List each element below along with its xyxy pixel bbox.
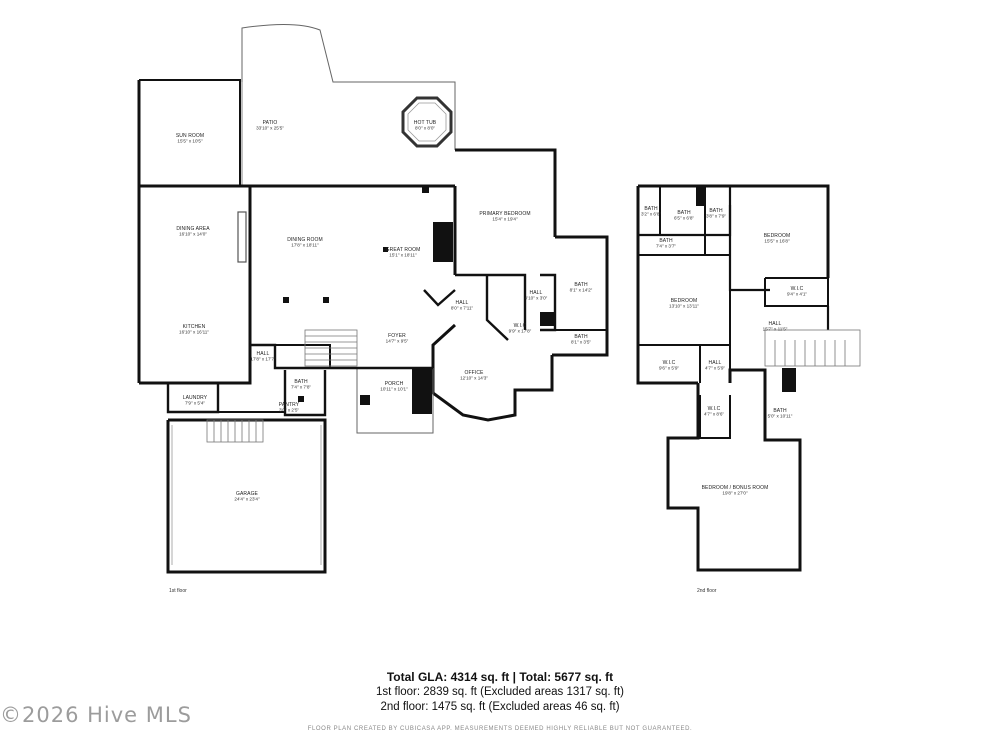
room-dim-hall-5: 4'7" x 5'9" [705,366,725,371]
room-dim-dining-room: 17'8" x 18'11" [291,243,319,248]
room-dim-wic-3: 9'6" x 5'9" [659,366,679,371]
room-dim-hall-3: 17'8" x 17'7" [250,357,276,362]
room-dim-wic-2: 9'4" x 4'1" [787,292,807,297]
stairs-icon-2nd [764,329,861,367]
room-name-hall-5: HALL [709,360,722,366]
room-name-foyer: FOYER [388,333,406,339]
room-name-bath-half: BATH [294,379,308,385]
room-name-hot-tub: HOT TUB [414,120,437,126]
stairs-icon [206,329,358,443]
room-dim-bath-a: 3'2" x 6'8" [641,212,661,217]
first-floor-area: 1st floor: 2839 sq. ft (Excluded areas 1… [375,686,625,698]
room-dim-bath-small: 8'1" x 3'5" [571,340,591,345]
room-name-hall-4: HALL [769,321,782,327]
room-dim-porch: 10'11" x 10'1" [380,387,408,392]
room-dim-hall-1: 8'0" x 7'11" [451,306,474,311]
room-dim-laundry: 7'9" x 5'4" [185,401,205,406]
room-name-bath-primary: BATH [574,282,588,288]
room-name-great-room: GREAT ROOM [386,247,421,253]
second-floor-plan [636,184,861,572]
room-name-laundry: LAUNDRY [183,395,208,401]
room-name-garage: GARAGE [236,491,259,497]
room-name-bedroom-2: BEDROOM [764,233,791,239]
room-dim-wic-primary: 9'9" x 17'8" [509,329,532,334]
room-dim-sun-room: 15'5" x 10'5" [177,139,203,144]
room-dim-bath-primary: 8'1" x 14'2" [570,288,593,293]
room-dim-patio: 33'10" x 25'5" [256,126,284,131]
room-dim-bonus: 19'8" x 27'0" [722,491,748,496]
room-name-wic-2: W.I.C [791,286,804,292]
room-dim-bath-half: 7'4" x 7'8" [291,385,311,390]
room-name-bath-d: BATH [659,238,673,244]
room-dim-garage: 24'4" x 23'4" [234,497,260,502]
room-name-bedroom-3: BEDROOM [671,298,698,304]
room-name-bath-c: BATH [709,208,723,214]
room-name-office: OFFICE [465,370,484,376]
room-dim-primary-bedroom: 15'4" x 19'4" [492,217,518,222]
room-dim-kitchen: 16'10" x 16'11" [179,330,209,335]
room-dim-office: 12'10" x 14'3" [460,376,488,381]
room-dim-bedroom-2: 15'5" x 16'8" [764,239,790,244]
room-name-bath-e: BATH [773,408,787,414]
disclaimer: FLOOR PLAN CREATED BY CUBICASA APP. MEAS… [307,726,693,732]
room-dim-hall-4: 15'7" x 11'5" [763,327,788,332]
room-dim-bath-c: 3'8" x 7'9" [706,214,726,219]
room-name-bonus: BEDROOM / BONUS ROOM [702,485,769,491]
room-dim-dining-area: 16'10" x 14'0" [179,232,207,237]
second-floor-area: 2nd floor: 1475 sq. ft (Excluded areas 4… [380,701,620,713]
room-name-primary-bedroom: PRIMARY BEDROOM [479,211,530,217]
room-dim-hall-2: 4'10" x 3'0" [525,296,548,301]
floor-label-2: 2nd floor [697,588,717,594]
room-name-porch: PORCH [385,381,404,387]
room-dim-bath-d: 7'4" x 3'7" [656,244,676,249]
room-dim-bath-b: 6'5" x 6'8" [674,216,694,221]
watermark: ©2026 Hive MLS [0,703,192,727]
room-name-dining-area: DINING AREA [176,226,210,232]
room-name-bath-small: BATH [574,334,588,340]
room-name-hall-3: HALL [257,351,270,357]
room-name-bath-a: BATH [644,206,658,212]
room-name-pantry: PANTRY [279,402,300,408]
room-name-hall-2: HALL [530,290,543,296]
room-dim-pantry: 3'0" x 2'5" [279,408,299,413]
room-dim-bedroom-3: 13'10" x 13'11" [669,304,699,309]
total-area: Total GLA: 4314 sq. ft | Total: 5677 sq.… [386,670,614,684]
room-name-wic-primary: W.I.C [514,323,527,329]
room-name-dining-room: DINING ROOM [287,237,323,243]
floor-label-1: 1st floor [169,588,187,594]
room-dim-foyer: 14'7" x 9'5" [386,339,409,344]
room-name-wic-3: W.I.C [663,360,676,366]
room-dim-bath-e: 5'0" x 10'11" [768,414,793,419]
room-name-kitchen: KITCHEN [183,324,206,330]
first-floor-plan [137,23,609,574]
room-dim-wic-4: 4'7" x 8'6" [704,412,724,417]
room-name-bath-b: BATH [677,210,691,216]
room-name-sun-room: SUN ROOM [176,133,204,139]
room-name-wic-4: W.I.C [708,406,721,412]
room-dim-hot-tub: 8'0" x 8'0" [415,126,435,131]
room-name-patio: PATIO [263,120,278,126]
room-dim-great-room: 15'1" x 18'11" [389,253,417,258]
room-name-hall-1: HALL [456,300,469,306]
